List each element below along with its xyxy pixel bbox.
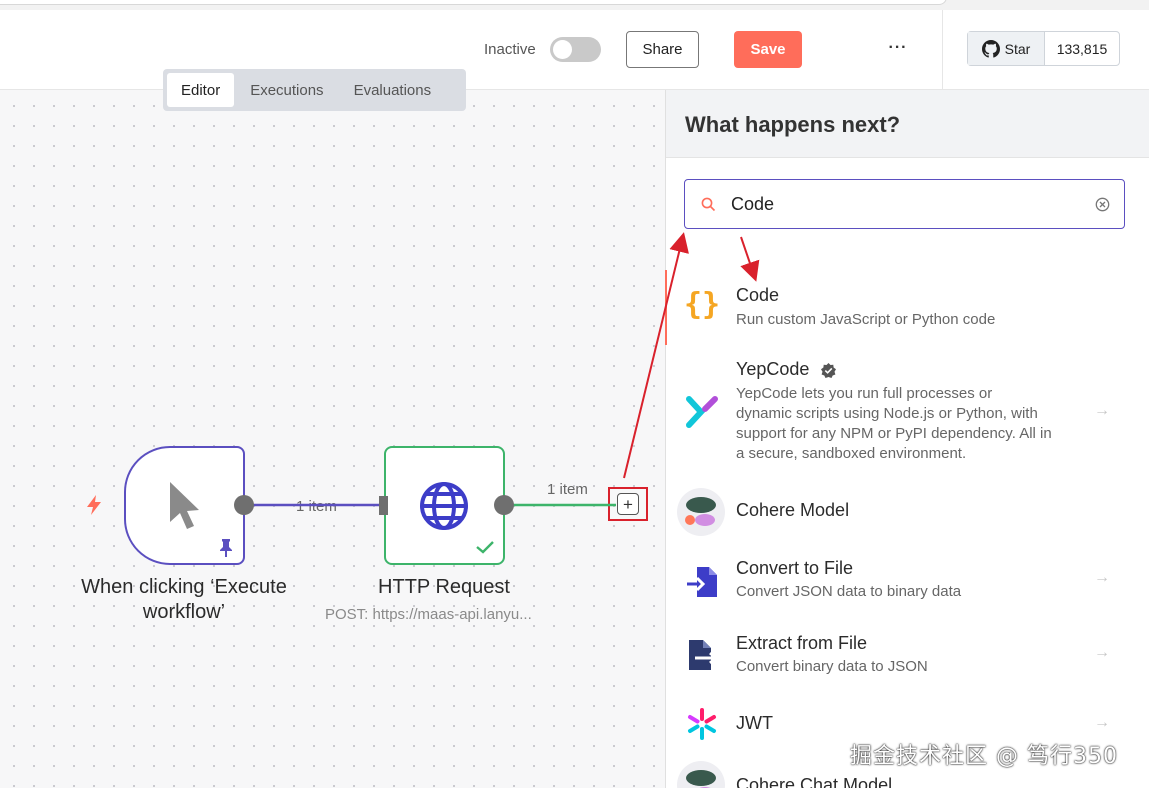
pin-icon: [220, 539, 232, 557]
search-input[interactable]: [731, 191, 1071, 217]
http-node-subtitle: POST: https://maas-api.lanyu...: [325, 606, 532, 623]
extract-from-file-icon: [680, 633, 724, 677]
workflow-status-label: Inactive: [484, 41, 536, 58]
code-braces-icon: {}: [683, 286, 721, 322]
browser-top-strip: [0, 0, 1149, 10]
item-title: Convert to File: [736, 558, 854, 578]
node-item-yepcode[interactable]: YepCode YepCode lets you run full proces…: [666, 352, 1138, 472]
panel-title: What happens next?: [685, 112, 901, 137]
item-title: JWT: [736, 713, 773, 733]
trigger-label-line2: workflow’: [142, 601, 226, 623]
http-node-label: HTTP Request: [378, 576, 510, 598]
description-line: a secure, sandboxed environment.: [736, 445, 967, 462]
node-item-cohere-model[interactable]: Cohere Model: [666, 485, 1138, 536]
active-toggle[interactable]: [550, 37, 601, 62]
github-star-button[interactable]: Star: [968, 32, 1045, 65]
cursor-icon: [170, 482, 199, 529]
item-title: Cohere Model: [736, 500, 850, 520]
cohere-icon: [677, 761, 725, 788]
tab-evaluations[interactable]: Evaluations: [353, 81, 432, 99]
arrow-right-icon: →: [1094, 569, 1110, 586]
success-check-icon: [476, 541, 494, 554]
item-description: Convert JSON data to binary data: [736, 583, 962, 600]
item-description: Run custom JavaScript or Python code: [736, 311, 996, 328]
item-title: Cohere Chat Model: [736, 775, 893, 788]
trigger-lightning-icon: [87, 495, 101, 515]
description-line: dynamic scripts using Node.js or Python,…: [736, 405, 1038, 422]
verified-badge-icon: [821, 363, 836, 378]
more-options-button[interactable]: ···: [888, 39, 908, 56]
view-tabs: Editor Executions Evaluations: [163, 69, 466, 111]
github-star-count[interactable]: 133,815: [1056, 40, 1108, 57]
description-line: YepCode lets you run full processes or: [736, 385, 993, 402]
add-node-highlight: +: [608, 487, 648, 521]
manual-trigger-node[interactable]: [124, 446, 245, 565]
trigger-node-label: When clicking ‘Execute workflow’: [64, 575, 304, 625]
convert-to-file-icon: [680, 560, 724, 604]
toggle-knob: [553, 40, 572, 59]
node-search-box[interactable]: [684, 179, 1125, 229]
node-item-convert-to-file[interactable]: Convert to File Convert JSON data to bin…: [666, 555, 1138, 610]
edge-label-2: 1 item: [547, 481, 588, 498]
workflow-canvas[interactable]: [0, 90, 665, 788]
yepcode-icon: [680, 390, 724, 434]
node-item-jwt[interactable]: JWT →: [666, 702, 1138, 747]
add-node-button[interactable]: +: [617, 493, 639, 515]
tab-editor[interactable]: Editor: [167, 73, 235, 107]
save-button[interactable]: Save: [734, 31, 802, 68]
panel-header: What happens next?: [666, 90, 1149, 158]
top-divider: [0, 0, 947, 5]
search-icon: [701, 197, 716, 212]
github-icon: [981, 39, 1000, 58]
arrow-right-icon: →: [1094, 714, 1110, 731]
share-button[interactable]: Share: [626, 31, 699, 68]
cohere-icon: [677, 488, 725, 536]
item-title: Extract from File: [736, 633, 868, 653]
jwt-icon: [680, 702, 724, 746]
arrow-right-icon: →: [1094, 402, 1110, 419]
item-title: Code: [736, 285, 780, 305]
tab-executions[interactable]: Executions: [250, 81, 324, 99]
item-description: Convert binary data to JSON: [736, 658, 928, 675]
node-item-extract-from-file[interactable]: Extract from File Convert binary data to…: [666, 630, 1138, 685]
description-line: support for any NPM or PyPI dependency. …: [736, 425, 1052, 442]
arrow-right-icon: →: [1094, 644, 1110, 661]
http-request-node[interactable]: [384, 446, 505, 565]
github-star-label: Star: [1004, 40, 1031, 57]
item-description: YepCode lets you run full processes or d…: [736, 384, 1052, 464]
globe-icon: [420, 482, 468, 530]
github-star-widget[interactable]: Star 133,815: [967, 31, 1120, 66]
item-title: YepCode: [736, 359, 810, 379]
watermark-text: 掘金技术社区 @ 笃行350: [850, 744, 1118, 769]
trigger-label-line1: When clicking ‘Execute: [81, 576, 287, 598]
node-item-code[interactable]: {} Code Run custom JavaScript or Python …: [666, 270, 1138, 345]
node-item-cohere-chat-model[interactable]: Cohere Chat Model: [666, 758, 1138, 788]
edge-label-1: 1 item: [296, 498, 337, 515]
clear-search-icon[interactable]: [1095, 197, 1110, 212]
